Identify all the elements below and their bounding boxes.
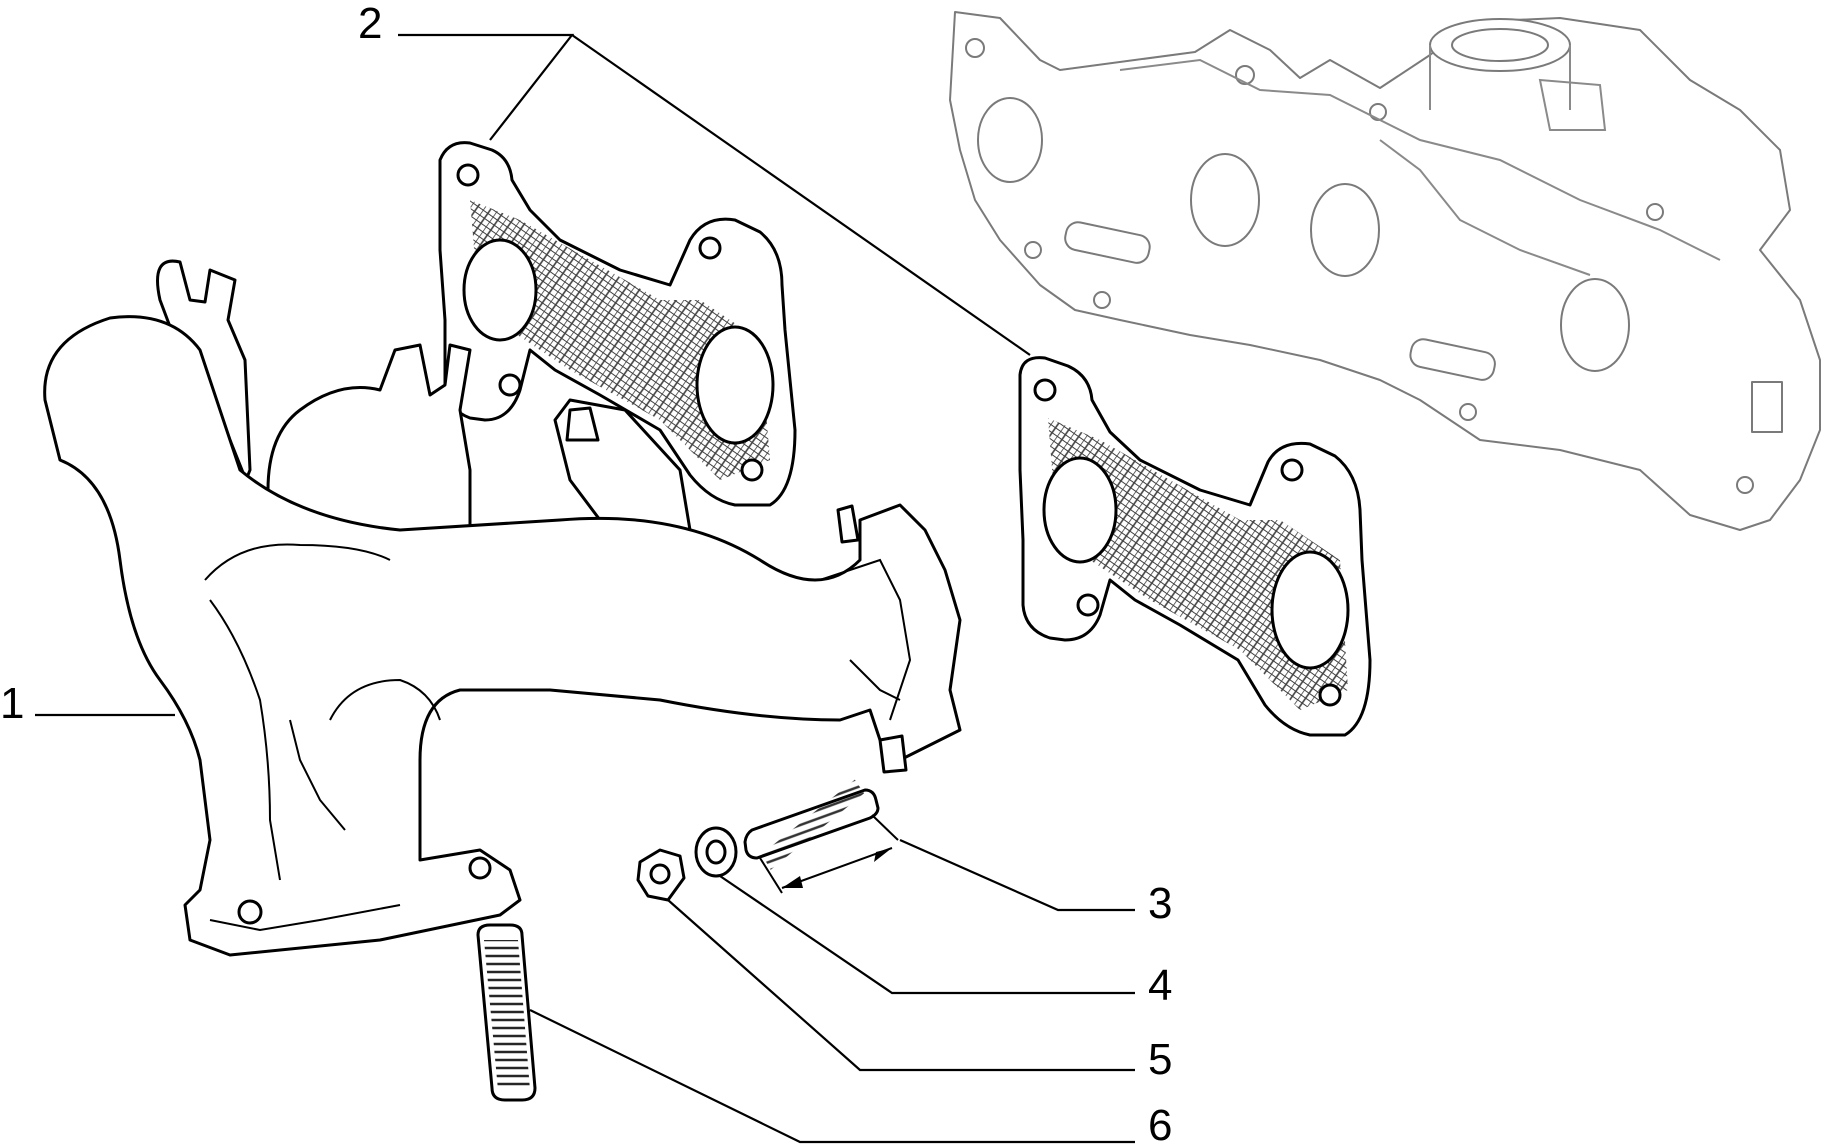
callout-numbers: 1 2 3 4 5 6 xyxy=(0,0,1172,1146)
leader-4 xyxy=(719,875,1135,995)
stud-bolt xyxy=(743,779,899,894)
gasket-lower xyxy=(1018,356,1372,737)
callout-6: 6 xyxy=(1148,1101,1172,1146)
leader-2b xyxy=(571,34,1031,356)
gasket-upper xyxy=(438,141,797,507)
callout-3: 3 xyxy=(1148,879,1172,928)
stud-lower xyxy=(476,923,537,1102)
leader-6 xyxy=(529,1009,1135,1144)
callout-4: 4 xyxy=(1148,961,1172,1010)
callout-1: 1 xyxy=(0,679,24,728)
hex-nut xyxy=(636,848,686,902)
callout-5: 5 xyxy=(1148,1035,1172,1084)
leader-2 xyxy=(398,33,575,141)
washer xyxy=(694,826,738,878)
leader-3 xyxy=(899,838,1135,912)
leader-lines xyxy=(35,33,1135,1144)
exhaust-manifold xyxy=(43,259,962,957)
cylinder-head-reference xyxy=(949,11,1821,531)
leader-5 xyxy=(667,899,1135,1072)
callout-2: 2 xyxy=(358,0,382,48)
